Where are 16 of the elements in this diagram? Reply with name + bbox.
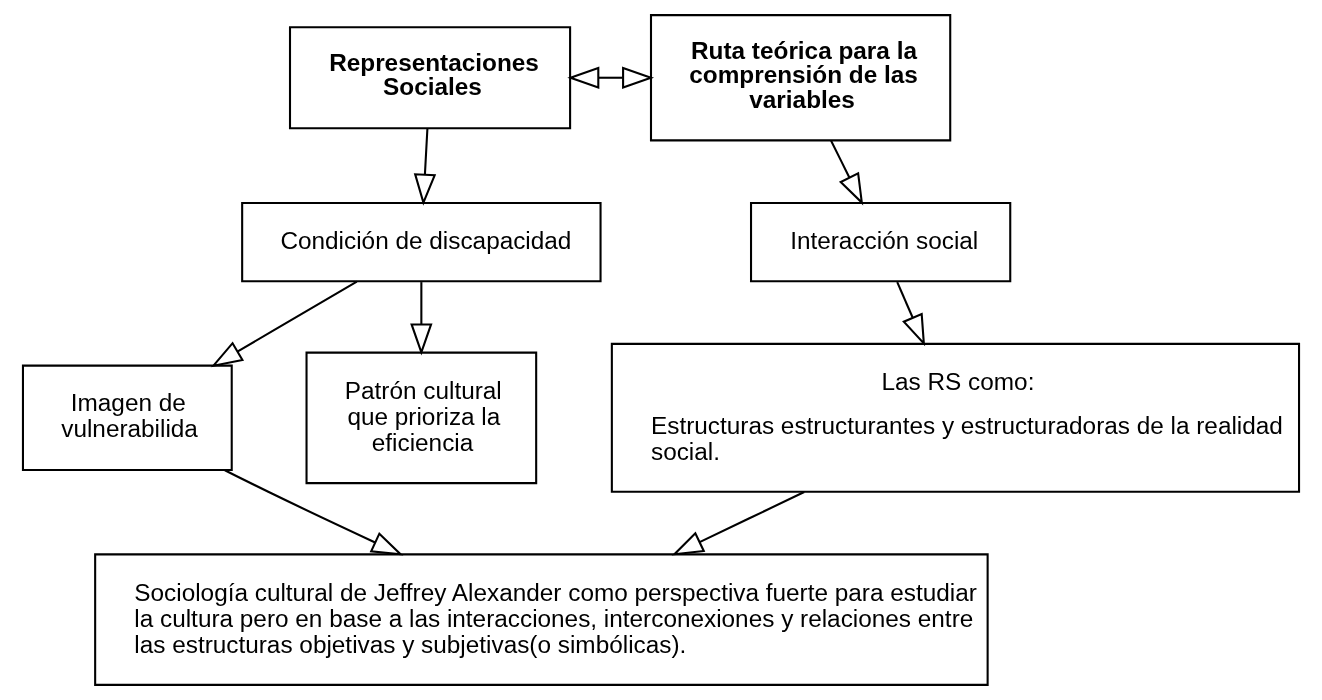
arrow xyxy=(671,491,805,556)
arrow xyxy=(224,469,404,556)
node-box: Representaciones Sociales xyxy=(288,26,572,130)
node-box: Ruta teórica para la comprensión de las variables xyxy=(649,14,952,142)
node-box: Condición de discapacidad xyxy=(241,201,602,283)
arrow xyxy=(210,280,358,368)
arrow xyxy=(413,128,437,206)
arrow xyxy=(410,282,433,356)
node-box: Interacción social xyxy=(750,201,1012,283)
node-box: Las RS como: Estructuras estructurantes y estructuradoras de la realidad social. xyxy=(610,342,1301,493)
arrow xyxy=(567,66,655,89)
node-box: Patrón cultural que prioriza la eficiencia xyxy=(305,351,538,485)
arrow xyxy=(830,140,864,206)
node-box: Imagen de vulnerabilida xyxy=(21,364,233,472)
node-box: Sociología cultural de Jeffrey Alexander como perspectiva fuerte para estudiar la cultura pero en base a las interacciones, interconexiones y relaciones entre las estructuras objetivas y subjetivas(o simbólicas). xyxy=(94,553,989,686)
arrow xyxy=(896,281,926,347)
